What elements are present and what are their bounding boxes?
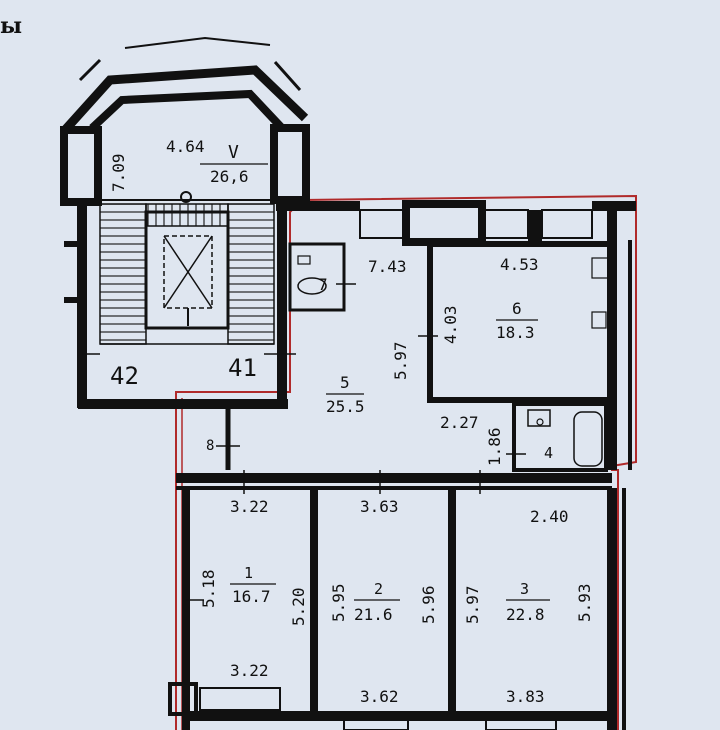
stair-column-icon bbox=[180, 191, 192, 203]
elevator-cross bbox=[163, 235, 213, 309]
room1-dim-bottom: 3.22 bbox=[230, 661, 269, 680]
room4-walls bbox=[512, 402, 608, 472]
room5-dim-top: 7.43 bbox=[368, 257, 407, 276]
window-room6b bbox=[541, 209, 593, 239]
toilet-icon bbox=[297, 277, 327, 295]
room5-area: 25.5 bbox=[326, 397, 365, 416]
stair-bay-outer-wall bbox=[61, 65, 309, 134]
stair-number: V bbox=[228, 142, 239, 163]
room1-area: 16.7 bbox=[232, 587, 271, 606]
stove-icon bbox=[591, 257, 609, 279]
stair-flight-top bbox=[145, 203, 229, 227]
header-fragment: ы bbox=[0, 13, 22, 39]
room3-dim-right: 5.93 bbox=[575, 583, 594, 622]
room2-number: 2 bbox=[374, 580, 383, 598]
room-labels: 7.43 5.97 5 25.5 4.53 4.03 6 18.3 7 8 2.… bbox=[199, 255, 594, 706]
room4-dim-side: 1.86 bbox=[485, 427, 504, 466]
sink-icon bbox=[527, 409, 551, 427]
window-room2 bbox=[343, 715, 409, 730]
room7-walls bbox=[288, 242, 346, 312]
room3-number: 3 bbox=[520, 580, 529, 598]
stair-depth: 7.09 bbox=[109, 153, 128, 192]
washbasin-icon bbox=[297, 255, 311, 265]
bathtub-icon bbox=[573, 411, 603, 467]
elevator-shaft bbox=[144, 210, 230, 330]
room5-number: 5 bbox=[340, 373, 350, 392]
room3-dim-top: 2.40 bbox=[530, 507, 569, 526]
room1-dim-right: 5.20 bbox=[289, 587, 308, 626]
door-number-42: 42 bbox=[110, 362, 139, 390]
stair-area: 26,6 bbox=[210, 167, 249, 186]
room7-number: 7 bbox=[318, 275, 328, 294]
room6-dim-side: 4.03 bbox=[441, 305, 460, 344]
room1-number: 1 bbox=[244, 564, 253, 582]
room2-dim-bottom: 3.62 bbox=[360, 687, 399, 706]
window-room3 bbox=[485, 715, 557, 730]
sink-drain-icon bbox=[536, 418, 544, 426]
room4-number: 4 bbox=[544, 444, 553, 462]
apartment-walls bbox=[168, 200, 636, 730]
room3-dim-left: 5.97 bbox=[463, 585, 482, 624]
room2-dim-left: 5.95 bbox=[329, 583, 348, 622]
stair-bay-inner-wall bbox=[89, 89, 285, 131]
staircase: 4.64 V 26,6 7.09 42 41 bbox=[60, 36, 310, 409]
room6-number: 6 bbox=[512, 299, 522, 318]
room2-dim-top: 3.63 bbox=[360, 497, 399, 516]
stair-bay-edge bbox=[273, 61, 302, 91]
room6-walls bbox=[427, 241, 615, 403]
room8-number: 8 bbox=[206, 438, 214, 454]
door-number-41: 41 bbox=[228, 354, 257, 382]
room6-area: 18.3 bbox=[496, 323, 535, 342]
room1-dim-left: 5.18 bbox=[199, 569, 218, 608]
room3-area: 22.8 bbox=[506, 605, 545, 624]
north-pier-small bbox=[528, 210, 542, 244]
corner-pier bbox=[168, 682, 198, 716]
stair-roof-line bbox=[124, 36, 271, 49]
room4-dim-top: 2.27 bbox=[440, 413, 479, 432]
room2-area: 21.6 bbox=[354, 605, 393, 624]
room3-dim-bottom: 3.83 bbox=[506, 687, 545, 706]
room6-dim-top: 4.53 bbox=[500, 255, 539, 274]
room2-dim-right: 5.96 bbox=[419, 585, 438, 624]
stair-width: 4.64 bbox=[166, 137, 205, 156]
balcony-door bbox=[199, 687, 281, 711]
stair-bay-edge bbox=[78, 58, 102, 82]
stair-flight-right bbox=[227, 203, 275, 345]
sink-kitchen-icon bbox=[591, 311, 607, 329]
room1-dim-top: 3.22 bbox=[230, 497, 269, 516]
room5-dim-side: 5.97 bbox=[391, 341, 410, 380]
stair-right-pillar bbox=[270, 124, 310, 204]
stair-flight-left bbox=[99, 203, 147, 345]
